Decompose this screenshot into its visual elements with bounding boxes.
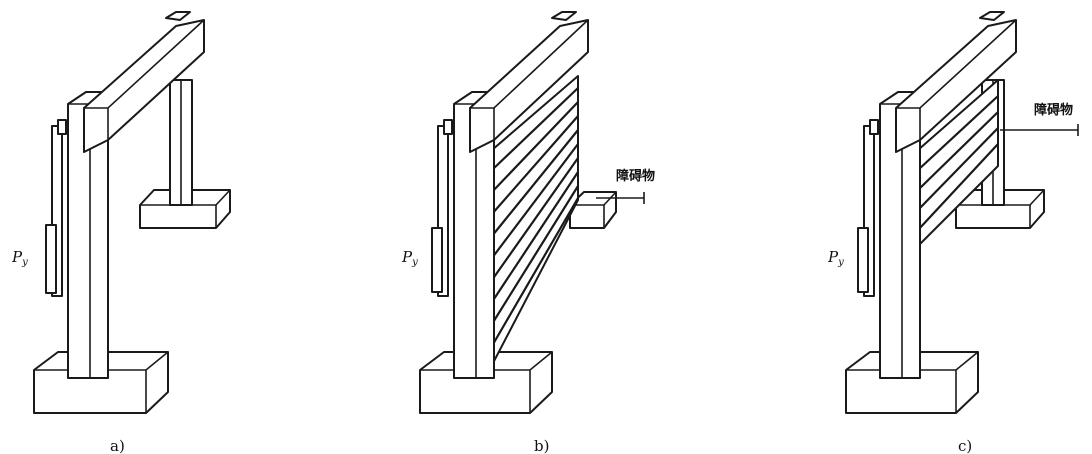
- near-post: [453, 91, 495, 379]
- load-symbol: Py: [827, 248, 844, 268]
- obstacle-pointer: 障碍物: [596, 168, 655, 204]
- svg-text:Py: Py: [401, 248, 418, 268]
- top-beam: [83, 11, 205, 153]
- load-symbol: Py: [401, 248, 418, 268]
- svg-text:障碍物: 障碍物: [1034, 102, 1073, 118]
- panel-c: 障碍物 Py c): [827, 11, 1079, 454]
- far-base: [569, 191, 617, 229]
- top-beam: [895, 11, 1017, 153]
- far-post: [169, 79, 193, 206]
- panel-caption-a: a): [110, 437, 125, 454]
- load-symbol: Py: [11, 248, 28, 268]
- svg-text:Py: Py: [11, 248, 28, 268]
- counterweight: [431, 119, 453, 297]
- gate-slats: [491, 75, 579, 366]
- counterweight: [857, 119, 879, 297]
- far-base: [139, 189, 231, 229]
- svg-text:Py: Py: [827, 248, 844, 268]
- counterweight: [45, 119, 67, 297]
- panel-caption-c: c): [958, 437, 972, 454]
- panel-a: Py a): [11, 11, 231, 454]
- top-beam: [469, 11, 589, 153]
- panel-caption-b: b): [534, 437, 549, 454]
- obstacle-pointer: 障碍物: [1000, 102, 1079, 136]
- panel-b: 障碍物 Py b): [401, 11, 655, 454]
- svg-text:障碍物: 障碍物: [616, 168, 655, 184]
